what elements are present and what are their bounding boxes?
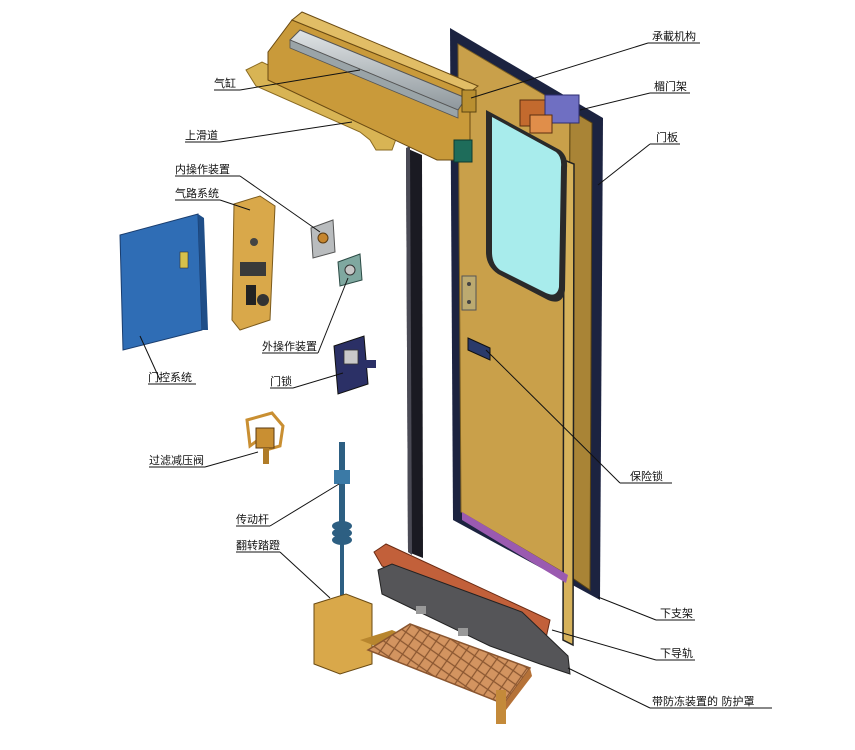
door-post xyxy=(406,146,423,558)
lintel-frame-part xyxy=(519,94,580,134)
leader-lines xyxy=(139,42,772,709)
door-control-box xyxy=(119,213,208,351)
upper-slide-assembly xyxy=(245,11,479,163)
label-flip-step: 翻转踏蹬 xyxy=(236,538,280,552)
pneumatic-system-panel xyxy=(231,195,276,331)
label-bearing-mechanism: 承載机构 xyxy=(652,29,696,43)
filter-valve xyxy=(245,411,285,464)
door-lock-body xyxy=(333,335,376,395)
door-leaf xyxy=(450,28,603,647)
flip-step-assembly xyxy=(313,593,532,724)
label-pneumatic-system: 气路系统 xyxy=(175,186,219,200)
label-outer-operating-device: 外操作装置 xyxy=(262,339,317,353)
inner-operating-device xyxy=(310,219,336,259)
label-filter-valve: 过滤减压阀 xyxy=(149,453,204,467)
label-upper-slide: 上滑道 xyxy=(185,128,218,142)
label-inner-operating-device: 内操作装置 xyxy=(175,162,230,176)
door-edge-seal xyxy=(562,158,575,647)
door-latch-plate xyxy=(461,275,477,311)
drive-rod xyxy=(332,442,352,608)
callout-labels: 承載机构 气缸 楣门架 上滑道 门板 内操作装置 气路系统 门控系统 外操作装置… xyxy=(148,29,755,708)
label-lower-guide-rail: 下导轨 xyxy=(660,646,693,660)
label-door-control-system: 门控系统 xyxy=(148,370,192,384)
label-antifreeze-guard: 带防冻装置的 防护罩 xyxy=(652,694,755,708)
label-safety-lock: 保险锁 xyxy=(630,469,663,483)
label-drive-rod: 传动杆 xyxy=(236,512,269,526)
label-lintel-frame: 楣门架 xyxy=(654,79,687,93)
label-lower-bracket: 下支架 xyxy=(660,607,693,620)
outer-operating-device xyxy=(337,253,363,287)
door-bottom-seal xyxy=(462,512,568,583)
door-window-glass xyxy=(492,117,562,295)
label-door-panel: 门板 xyxy=(656,130,678,144)
safety-lock-body xyxy=(467,337,491,361)
label-door-lock: 门锁 xyxy=(270,374,292,388)
label-air-cylinder: 气缸 xyxy=(214,76,236,90)
lower-rails xyxy=(373,543,571,675)
